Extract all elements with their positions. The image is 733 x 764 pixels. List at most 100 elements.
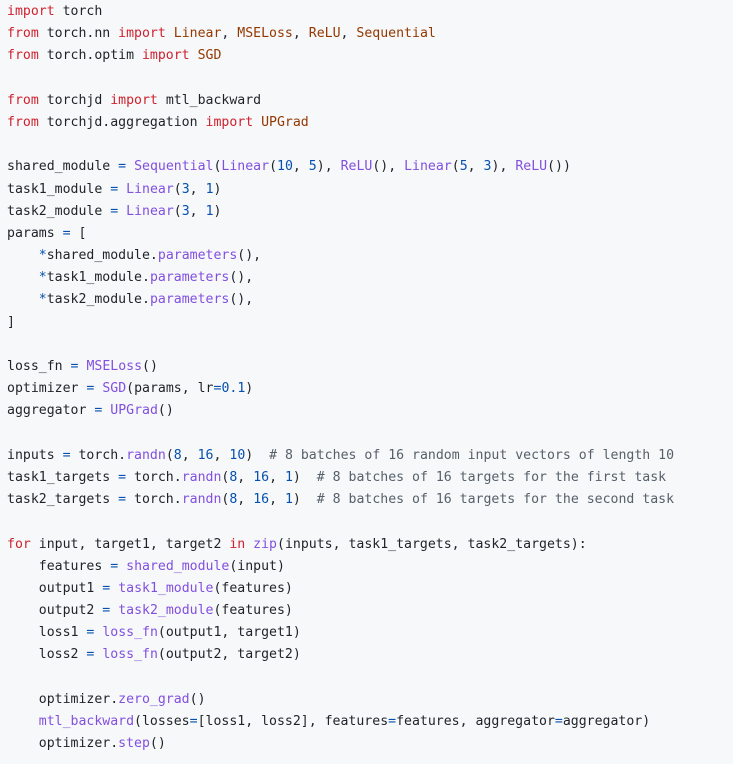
code-token: loss_fn [7, 359, 71, 374]
code-token: 10 [277, 159, 293, 175]
code-line: output2 = task2_module(features) [7, 600, 733, 622]
code-token: () [149, 736, 166, 752]
code-lines: import torch from torch.nn import Linear,… [7, 1, 733, 755]
code-token: 8 [229, 469, 238, 485]
code-line: from torchjd import mtl_backward [7, 90, 733, 112]
code-token: # 8 batches of 16 random input vectors o… [269, 447, 675, 463]
code-token: randn [181, 492, 222, 508]
code-token: ( [221, 469, 230, 485]
code-token: features, aggregator [396, 714, 555, 729]
code-token: loss_fn [102, 647, 158, 663]
code-token: UPGrad [261, 114, 309, 130]
code-token: SGD [102, 381, 127, 397]
code-token: shared_module [126, 558, 230, 574]
code-token [7, 248, 39, 263]
code-token: task1_module [7, 181, 111, 197]
code-line [7, 423, 733, 445]
code-token: 5 [459, 159, 468, 175]
code-token [118, 182, 126, 197]
code-line: output1 = task1_module(features) [7, 578, 733, 600]
code-line: mtl_backward(losses=[loss1, loss2], feat… [7, 711, 733, 733]
code-token: # 8 batches of 16 targets for the first … [316, 469, 667, 485]
code-token: MSELoss [237, 26, 293, 42]
code-line [7, 667, 733, 689]
code-token: torch.nn [38, 26, 119, 42]
code-token: = [118, 469, 127, 485]
code-token: = [118, 492, 127, 508]
code-token: ( [173, 181, 182, 197]
code-token [7, 270, 39, 285]
code-token: , [213, 447, 230, 463]
code-token: ( [269, 159, 278, 175]
code-token: aggregator) [562, 714, 651, 729]
code-line: import torch [7, 1, 733, 23]
code-token: , [292, 26, 309, 42]
code-token: features [7, 558, 111, 574]
code-token: = [86, 381, 95, 397]
code-line: task1_module = Linear(3, 1) [7, 179, 733, 201]
code-token: 3 [181, 181, 190, 197]
code-token [110, 581, 118, 596]
code-token: , [269, 492, 285, 508]
code-line: from torch.optim import SGD [7, 45, 733, 67]
code-token: in [229, 536, 246, 552]
code-token: torch. [70, 447, 127, 463]
code-token: = [110, 558, 119, 574]
code-token: step [118, 736, 150, 752]
code-line: for input, target1, target2 in zip(input… [7, 534, 733, 556]
code-line: optimizer.zero_grad() [7, 689, 733, 711]
code-token: import [110, 92, 158, 108]
code-token: ] [7, 314, 15, 330]
code-token: optimizer [7, 381, 87, 397]
code-token: randn [181, 469, 222, 485]
code-token: , [237, 469, 254, 485]
code-token [245, 537, 253, 552]
code-token [118, 559, 126, 574]
code-token: loss_fn [102, 625, 158, 641]
code-token: ), [491, 159, 516, 175]
code-token: ( [451, 159, 460, 175]
code-token: Sequential [356, 26, 436, 42]
code-token: [ [70, 225, 87, 241]
code-token: ()) [547, 159, 571, 175]
code-token: task2_module [7, 203, 111, 219]
code-token: ) [292, 492, 317, 508]
code-line [7, 511, 733, 533]
code-token [166, 26, 174, 41]
code-token: Sequential [134, 159, 214, 175]
code-token: ) [213, 203, 222, 219]
code-token: shared_module [7, 159, 119, 175]
code-token: , [189, 203, 206, 219]
code-line: loss_fn = MSELoss() [7, 356, 733, 378]
code-token: (output2, target2) [157, 647, 301, 663]
code-token: (output1, target1) [157, 625, 301, 641]
code-token: , [292, 159, 309, 175]
code-line: *shared_module.parameters(), [7, 245, 733, 267]
code-token: task2_module. [46, 292, 150, 308]
code-token: from [7, 26, 39, 42]
code-token: # 8 batches of 16 targets for the second… [316, 492, 675, 508]
code-line [7, 68, 733, 90]
code-token: torch. [126, 469, 182, 485]
code-token: = [388, 714, 397, 729]
code-token: shared_module. [46, 248, 158, 264]
code-token: = [102, 580, 111, 596]
code-token: mtl_backward [38, 714, 135, 729]
code-token: mtl_backward [157, 92, 262, 108]
code-token: output2 [7, 603, 103, 619]
code-token: Linear [404, 159, 452, 175]
code-token: randn [126, 447, 166, 463]
code-token: Linear [221, 159, 270, 175]
code-token: inputs [7, 447, 63, 463]
code-token: ), [316, 159, 341, 175]
code-token: loss1 [7, 625, 87, 641]
code-token: = [554, 714, 563, 729]
code-token [110, 603, 118, 618]
code-token: import [118, 26, 166, 42]
code-token: ReLU [308, 26, 341, 42]
code-token: SGD [197, 48, 222, 64]
code-token: Linear [173, 26, 222, 42]
code-token: = [110, 203, 119, 219]
code-token: 1 [205, 203, 214, 219]
